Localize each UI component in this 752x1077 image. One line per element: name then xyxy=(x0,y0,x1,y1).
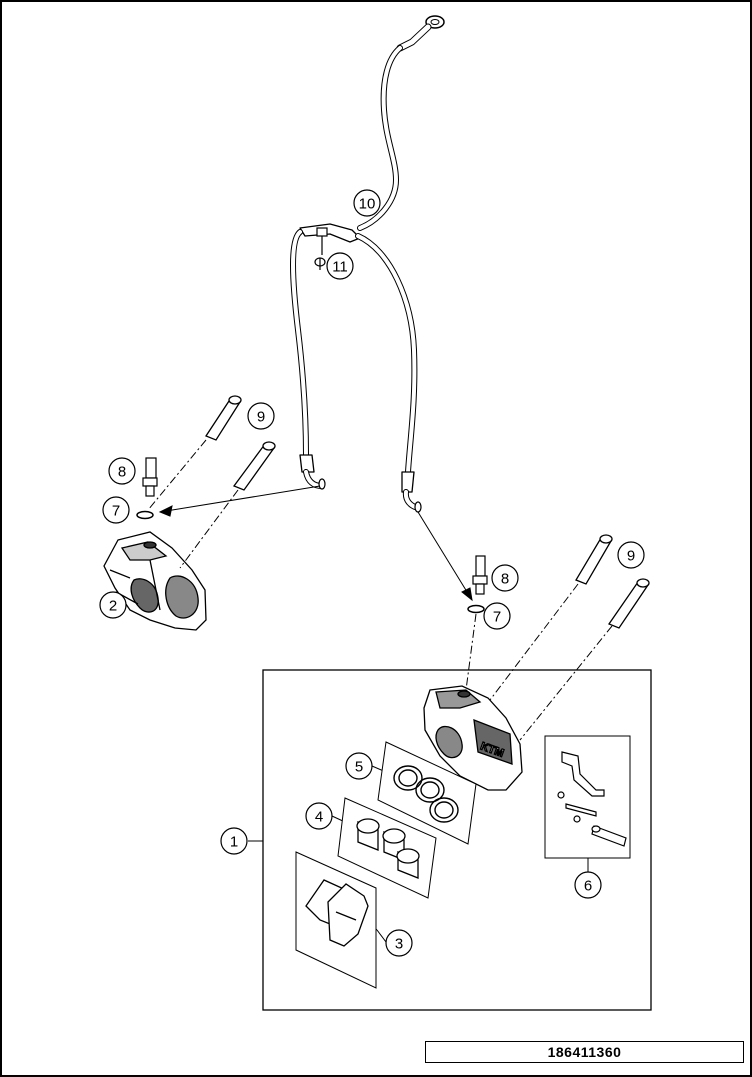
callout-10: 10 xyxy=(359,196,376,213)
callout-8-left: 8 xyxy=(118,464,126,481)
callout-6-circle xyxy=(574,871,602,899)
callout-labels: 1 2 3 4 5 6 7 7 8 8 9 9 10 11 xyxy=(109,196,635,953)
leader-lines xyxy=(147,439,613,943)
document-number-box: 186411360 xyxy=(425,1041,744,1063)
callout-11: 11 xyxy=(332,259,348,276)
callout-8-right: 8 xyxy=(501,571,509,588)
bleeder-screw-right xyxy=(472,555,488,595)
callout-2: 2 xyxy=(109,598,117,615)
callouts xyxy=(99,189,645,957)
callout-6: 6 xyxy=(584,878,592,895)
document-number: 186411360 xyxy=(547,1044,622,1060)
callout-7-left-circle xyxy=(102,496,130,524)
kit-frame xyxy=(262,669,652,1011)
mounting-bolt-left-a xyxy=(205,395,242,441)
callout-9-left: 9 xyxy=(257,409,265,426)
callout-1: 1 xyxy=(230,834,238,851)
caliper-housing-left xyxy=(103,531,207,631)
mounting-bolt-right-a xyxy=(575,534,613,585)
callout-4: 4 xyxy=(315,809,323,826)
callout-9-right-circle xyxy=(617,541,645,569)
callout-8-left-circle xyxy=(108,457,136,485)
o-ring-left xyxy=(136,510,154,520)
seal-ring-panel xyxy=(377,741,477,845)
brake-pad-panel xyxy=(295,851,377,989)
callout-5: 5 xyxy=(355,759,363,776)
brake-line xyxy=(290,15,445,513)
o-ring-right xyxy=(467,604,485,614)
screw-11 xyxy=(314,227,328,270)
callout-9-right: 9 xyxy=(627,548,635,565)
piston-panel xyxy=(337,797,437,899)
caliper-housing-right: KTM xyxy=(423,685,523,791)
callout-9-left-circle xyxy=(247,402,275,430)
callout-2-circle xyxy=(99,591,127,619)
callout-7-right-circle xyxy=(483,602,511,630)
pad-retainer-panel xyxy=(544,735,631,859)
callout-3: 3 xyxy=(395,936,403,953)
mounting-bolt-right-b xyxy=(608,578,650,629)
callout-3-circle xyxy=(385,929,413,957)
mounting-bolt-left-b xyxy=(232,441,276,491)
callout-5-circle xyxy=(345,752,373,780)
callout-1-circle xyxy=(220,827,248,855)
callout-8-right-circle xyxy=(491,564,519,592)
callout-7-right: 7 xyxy=(493,609,501,626)
callout-4-circle xyxy=(305,802,333,830)
callout-11-circle xyxy=(326,252,354,280)
callout-7-left: 7 xyxy=(112,503,120,520)
callout-10-circle xyxy=(353,189,381,217)
bleeder-screw-left xyxy=(142,457,158,497)
